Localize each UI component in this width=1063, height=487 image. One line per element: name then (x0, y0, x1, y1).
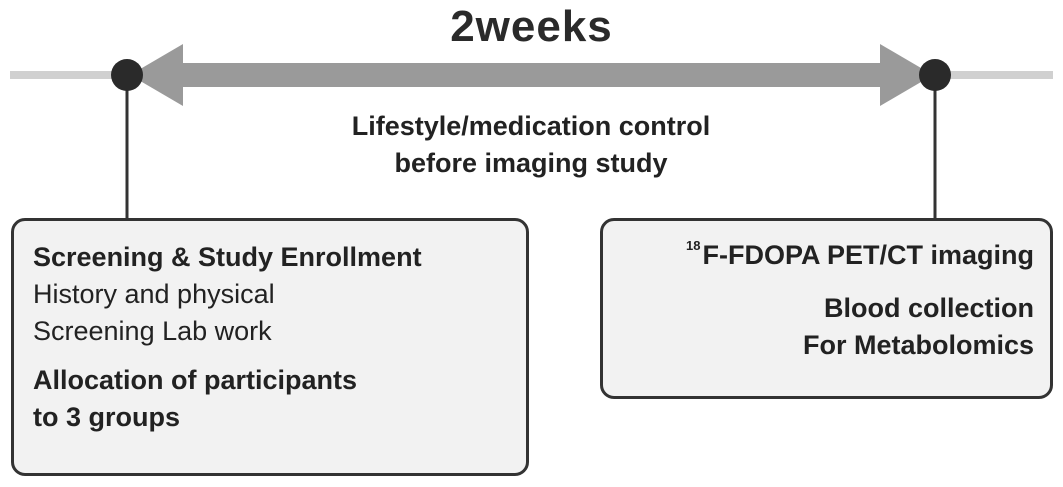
history-item: History and physical (33, 279, 275, 309)
screening-box: Screening & Study Enrollment History and… (11, 218, 529, 476)
allocation-line1: Allocation of participants (33, 365, 358, 395)
blood-collection-line1: Blood collection (823, 293, 1034, 323)
period-description: Lifestyle/medication control before imag… (231, 108, 831, 182)
imaging-box: 18F-FDOPA PET/CT imaging Blood collectio… (600, 218, 1053, 399)
screening-heading: Screening & Study Enrollment (33, 242, 422, 272)
duration-title: 2weeks (450, 2, 613, 51)
double-headed-arrow (130, 44, 933, 106)
period-description-line2: before imaging study (394, 148, 668, 178)
period-description-line1: Lifestyle/medication control (351, 111, 711, 141)
blood-collection-line2: For Metabolomics (802, 330, 1034, 360)
imaging-heading: 18F-FDOPA PET/CT imaging (603, 237, 1034, 278)
imaging-label: F-FDOPA PET/CT imaging (702, 240, 1035, 270)
allocation-line2: to 3 groups (33, 402, 180, 432)
end-milestone-dot (919, 59, 951, 91)
isotope-superscript: 18 (686, 238, 701, 253)
lab-work-item: Screening Lab work (33, 316, 272, 346)
start-milestone-dot (111, 59, 143, 91)
